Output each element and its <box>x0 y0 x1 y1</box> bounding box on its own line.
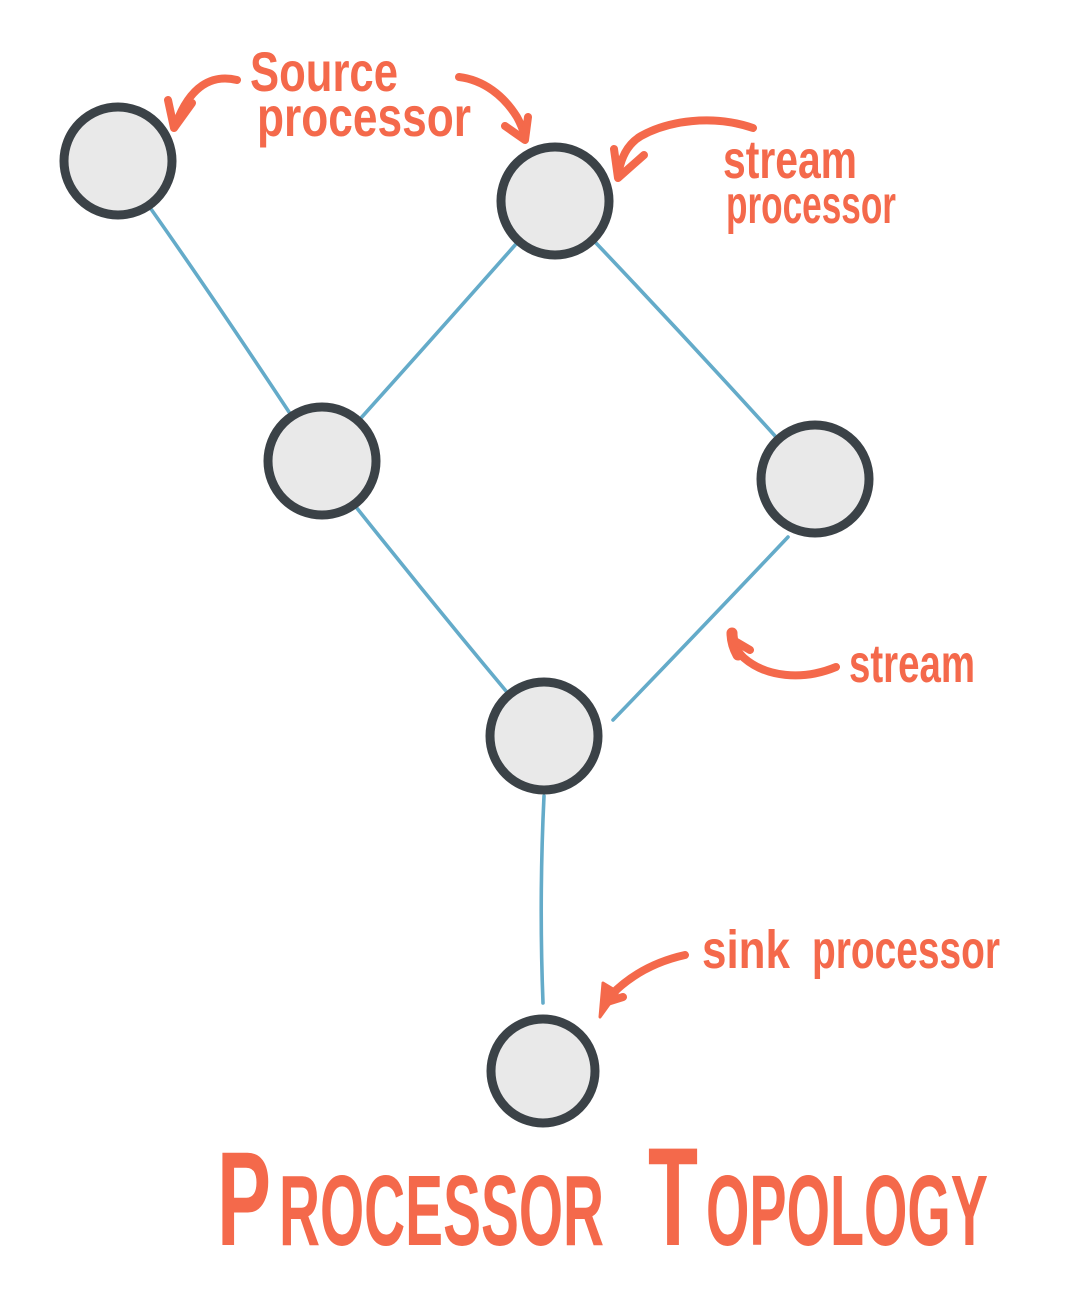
svg-text:processor: processor <box>726 175 896 235</box>
svg-text:processor: processor <box>257 85 471 148</box>
svg-text:OPOLOGY: OPOLOGY <box>706 1155 988 1267</box>
svg-text:stream: stream <box>849 634 975 694</box>
svg-text:T: T <box>648 1118 698 1275</box>
svg-text:P: P <box>217 1125 271 1274</box>
svg-text:sink: sink <box>702 920 791 980</box>
svg-text:Source: Source <box>250 40 398 103</box>
svg-text:ROCESSOR: ROCESSOR <box>279 1155 604 1267</box>
svg-text:stream: stream <box>723 130 857 190</box>
svg-text:processor: processor <box>812 920 1000 980</box>
